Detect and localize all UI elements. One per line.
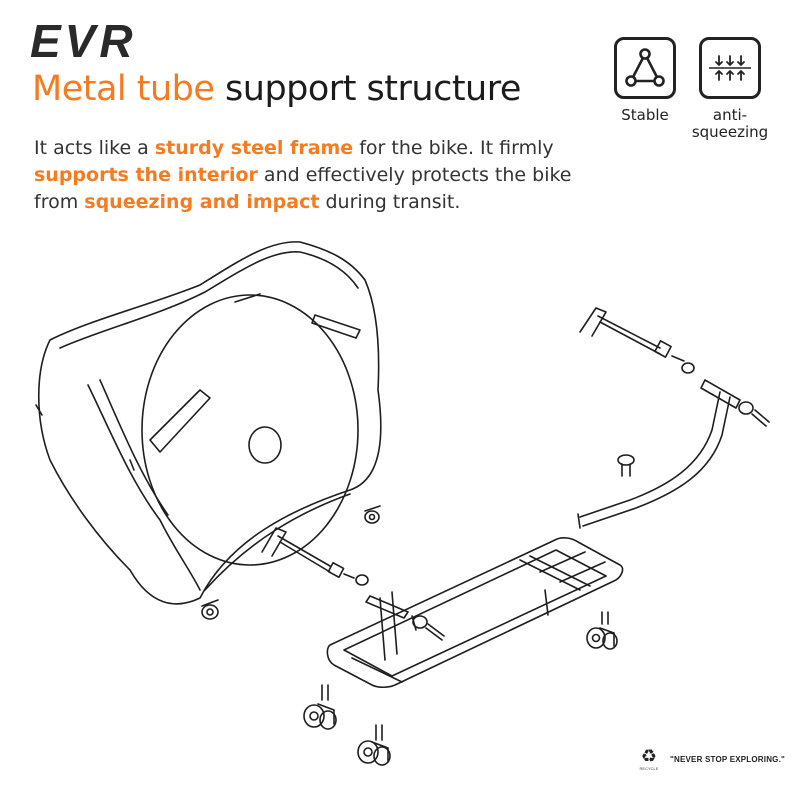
page-title: Metal tube support structure bbox=[32, 72, 521, 107]
quick-release-skewer-illustration bbox=[579, 307, 770, 427]
support-structure-illustration bbox=[35, 241, 770, 766]
recycle-icon: ♻ bbox=[640, 746, 658, 767]
quick-release-skewer-illustration bbox=[261, 527, 445, 641]
bike-case-illustration bbox=[35, 241, 382, 605]
title-accent: Metal tube bbox=[32, 69, 215, 109]
slogan: "NEVER STOP EXPLORING." bbox=[670, 755, 786, 764]
feature-anti-squeezing: anti-squeezing bbox=[680, 37, 780, 141]
footer: ♻ RECYCLE "NEVER STOP EXPLORING." bbox=[636, 746, 786, 772]
description-text: for the bike. It firmly bbox=[353, 137, 554, 159]
caster-illustration bbox=[357, 724, 391, 766]
recycle-text: RECYCLE bbox=[639, 766, 659, 771]
title-rest: support structure bbox=[214, 69, 521, 109]
feature-label: anti-squeezing bbox=[691, 106, 769, 141]
description-highlight: sturdy steel frame bbox=[154, 137, 354, 159]
brand-logo: EVR bbox=[30, 15, 137, 67]
caster-illustration bbox=[586, 611, 618, 650]
description-paragraph: It acts like a sturdy steel frame for th… bbox=[34, 135, 594, 216]
feature-icon-box bbox=[614, 37, 676, 99]
support-tube-illustration bbox=[577, 379, 741, 529]
bolt-illustration bbox=[617, 454, 635, 477]
case-wheel-illustration bbox=[364, 505, 381, 524]
description-text: during transit. bbox=[319, 191, 461, 213]
triangle-nodes-icon bbox=[625, 48, 665, 87]
description-text: and effectively protects the bike from bbox=[34, 164, 572, 213]
feature-label: Stable bbox=[621, 106, 669, 124]
feature-stable: Stable bbox=[595, 37, 695, 124]
description-highlight: supports the interior bbox=[34, 164, 258, 186]
case-wheel-illustration bbox=[201, 599, 219, 620]
base-frame-illustration bbox=[326, 537, 624, 689]
caster-illustration bbox=[303, 684, 337, 730]
description-text: It acts like a bbox=[34, 137, 155, 159]
description-highlight: squeezing and impact bbox=[84, 191, 320, 213]
feature-icon-box bbox=[699, 37, 761, 99]
compression-arrows-icon bbox=[709, 55, 751, 81]
recycle-mark: ♻ RECYCLE bbox=[636, 746, 662, 772]
